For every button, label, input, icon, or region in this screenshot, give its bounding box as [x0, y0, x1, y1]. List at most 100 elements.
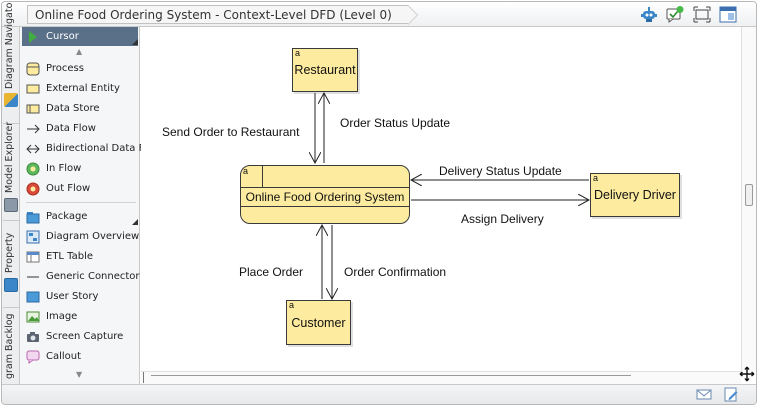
diagram-palette: Cursor ▲ Process External Entity Data St… — [20, 27, 161, 384]
palette-item-label: In Flow — [46, 163, 82, 174]
palette-item-label: Package — [46, 211, 88, 222]
palette-item-etl-table[interactable]: ETL Table — [22, 247, 138, 266]
palette-item-callout[interactable]: Callout — [22, 347, 138, 366]
palette-separator — [26, 202, 136, 203]
entity-id-tag: a — [295, 48, 301, 58]
package-icon — [26, 211, 40, 223]
diagram-overview-icon — [26, 230, 40, 243]
palette-item-label: ETL Table — [46, 251, 94, 262]
callout-icon — [26, 350, 40, 364]
status-bar — [2, 384, 756, 404]
cursor-icon — [29, 30, 37, 43]
scroll-up-arrow-icon[interactable]: ▲ — [76, 47, 83, 56]
chat-notification-icon[interactable] — [666, 6, 684, 23]
palette-item-user-story[interactable]: User Story — [22, 287, 138, 306]
document-edit-icon[interactable] — [723, 387, 739, 402]
palette-item-in-flow[interactable]: In Flow — [22, 159, 138, 178]
palette-item-label: User Story — [46, 291, 99, 302]
tab-label: Property — [4, 232, 15, 273]
tab-label: Model Explorer — [4, 121, 15, 193]
breadcrumb-diagram-name[interactable]: Online Food Ordering System - Context-Le… — [27, 5, 418, 25]
palette-item-bidirectional-data-flow[interactable]: Bidirectional Data Flow — [22, 139, 161, 158]
process-id-tag: a — [243, 166, 249, 176]
property-icon — [4, 278, 18, 292]
horizontal-scroll-thumb[interactable] — [151, 375, 631, 376]
palette-item-diagram-overview[interactable]: Diagram Overview — [22, 227, 140, 246]
entity-id-tag: a — [593, 173, 599, 183]
fit-screen-icon[interactable] — [693, 6, 711, 23]
diagram-canvas[interactable]: a Restaurant a Delivery Driver a Custome… — [141, 27, 741, 371]
palette-item-generic-connector[interactable]: Generic Connector — [22, 267, 140, 286]
model-explorer-icon — [4, 198, 18, 212]
tab-model-explorer[interactable]: Model Explorer — [2, 121, 20, 217]
entity-id-tag: a — [289, 300, 295, 310]
palette-item-package[interactable]: Package — [22, 207, 138, 226]
flow-label-order-status[interactable]: Order Status Update — [340, 116, 451, 130]
process-header-divider — [241, 187, 409, 188]
palette-item-image[interactable]: Image — [22, 307, 138, 326]
palette-item-label: Generic Connector — [46, 271, 140, 282]
flow-arrows — [141, 27, 741, 371]
palette-item-process[interactable]: Process — [22, 59, 138, 78]
panel-layout-icon[interactable] — [719, 6, 737, 23]
entity-restaurant[interactable]: a Restaurant — [292, 48, 358, 92]
application-window: Online Food Ordering System - Context-Le… — [1, 1, 757, 405]
palette-item-data-store[interactable]: Data Store — [22, 99, 138, 118]
flow-label-delivery-status[interactable]: Delivery Status Update — [439, 164, 562, 178]
palette-item-out-flow[interactable]: Out Flow — [22, 179, 138, 198]
bidirectional-arrow-icon — [26, 144, 40, 153]
palette-item-label: Image — [46, 311, 78, 322]
data-store-icon — [26, 104, 40, 113]
robot-assistant-icon[interactable] — [640, 6, 658, 23]
move-canvas-icon[interactable] — [739, 366, 755, 382]
tab-separator — [3, 220, 19, 221]
etl-table-icon — [26, 251, 40, 262]
process-online-food-ordering-system[interactable]: a Online Food Ordering System — [240, 165, 410, 224]
palette-item-data-flow[interactable]: Data Flow — [22, 119, 138, 138]
palette-item-label: Process — [46, 63, 84, 74]
palette-item-label: Data Store — [46, 103, 100, 114]
diagram-title-bar: Online Food Ordering System - Context-Le… — [2, 2, 756, 27]
process-id-cell — [241, 166, 263, 188]
tab-backlog[interactable]: gram Backlog — [2, 311, 20, 384]
palette-item-label: Bidirectional Data Flow — [46, 143, 162, 154]
palette-item-label: Data Flow — [46, 123, 96, 134]
vertical-scrollbar[interactable] — [741, 27, 756, 371]
tab-property[interactable]: Property — [2, 224, 20, 304]
user-story-icon — [26, 291, 40, 302]
image-icon — [26, 311, 40, 322]
expand-corner-icon[interactable] — [132, 219, 138, 225]
tab-separator — [3, 123, 19, 124]
palette-item-label: Diagram Overview — [46, 231, 140, 242]
side-tab-strip: Diagram Navigator Model Explorer Propert… — [2, 2, 20, 384]
process-icon — [26, 62, 40, 75]
in-flow-icon — [26, 162, 40, 175]
horizontal-scrollbar[interactable] — [141, 371, 741, 384]
palette-item-label: Callout — [46, 351, 82, 362]
palette-item-label: External Entity — [46, 83, 120, 94]
navigator-icon — [4, 93, 18, 107]
entity-customer[interactable]: a Customer — [286, 300, 351, 345]
flow-label-place-order[interactable]: Place Order — [239, 265, 304, 279]
generic-connector-icon — [27, 276, 39, 277]
tab-separator — [3, 307, 19, 308]
flow-label-order-confirmation[interactable]: Order Confirmation — [344, 265, 447, 279]
expand-corner-icon[interactable] — [132, 39, 138, 45]
flow-label-send-order[interactable]: Send Order to Restaurant — [162, 125, 300, 139]
palette-item-cursor[interactable]: Cursor — [22, 27, 138, 46]
palette-item-external-entity[interactable]: External Entity — [22, 79, 138, 98]
vertical-scroll-thumb[interactable] — [745, 184, 753, 206]
external-entity-icon — [26, 84, 40, 93]
palette-item-screen-capture[interactable]: Screen Capture — [22, 327, 138, 346]
process-footer-divider — [241, 206, 409, 207]
palette-item-label: Out Flow — [46, 183, 91, 194]
flow-label-assign-delivery[interactable]: Assign Delivery — [461, 212, 544, 226]
entity-delivery-driver[interactable]: a Delivery Driver — [590, 173, 680, 217]
data-flow-arrow-icon — [27, 124, 40, 133]
tab-diagram-navigator[interactable]: Diagram Navigator — [2, 2, 20, 122]
process-label: Online Food Ordering System — [245, 190, 405, 204]
entity-label: Delivery Driver — [594, 188, 676, 202]
mail-icon[interactable] — [696, 387, 712, 402]
out-flow-icon — [26, 182, 40, 195]
scroll-down-arrow-icon[interactable]: ▼ — [76, 370, 83, 379]
